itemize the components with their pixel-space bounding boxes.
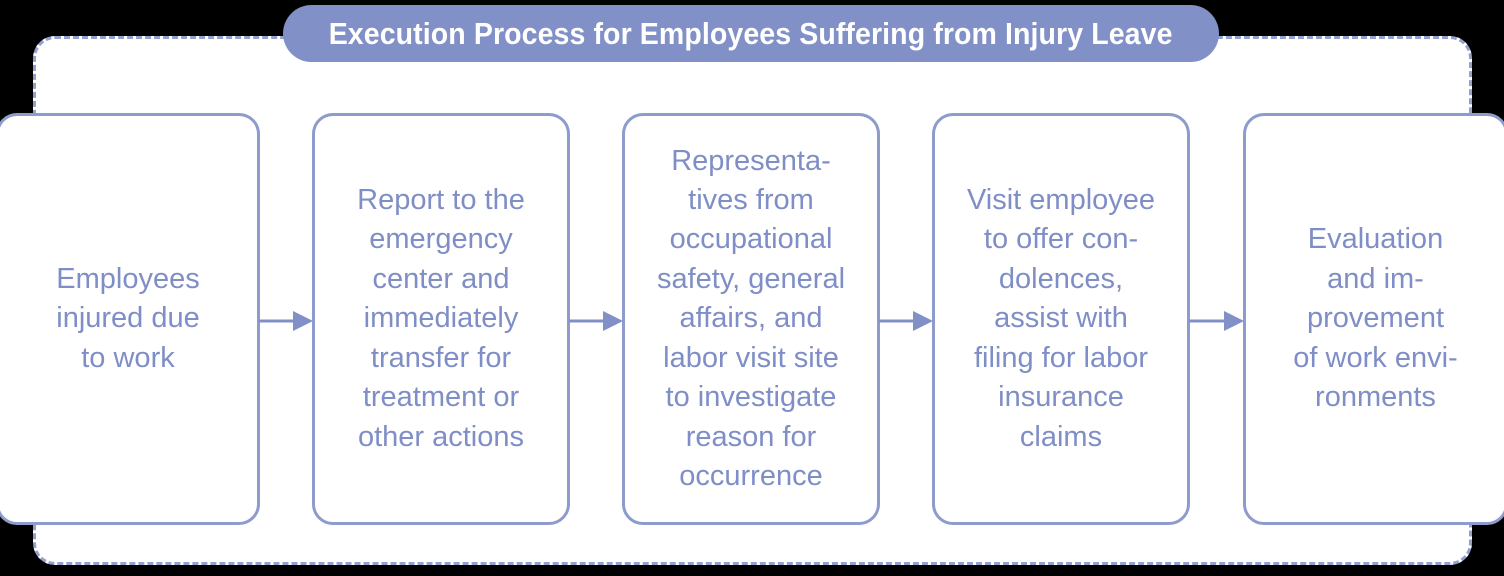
process-step-3-label: Representa- tives from occupational safe… bbox=[656, 144, 846, 493]
diagram-title-banner: Execution Process for Employees Sufferin… bbox=[283, 5, 1219, 62]
process-step-2[interactable]: Report to the emergency center and immed… bbox=[312, 113, 570, 525]
process-step-3[interactable]: Representa- tives from occupational safe… bbox=[622, 113, 880, 525]
arrow-step2-to-step3-icon bbox=[569, 311, 623, 331]
process-step-2-label: Report to the emergency center and immed… bbox=[357, 183, 525, 453]
process-step-1-label: Employees injured due to work bbox=[56, 262, 200, 374]
arrow-step3-to-step4-icon bbox=[879, 311, 933, 331]
arrow-step1-to-step2-icon bbox=[259, 311, 313, 331]
process-step-4[interactable]: Visit employee to offer con- dolences, a… bbox=[932, 113, 1190, 525]
process-step-4-label: Visit employee to offer con- dolences, a… bbox=[966, 183, 1156, 453]
process-step-5[interactable]: Evaluation and im- provement of work env… bbox=[1243, 113, 1504, 525]
arrow-step4-to-step5-icon bbox=[1189, 311, 1244, 331]
process-step-5-label: Evaluation and im- provement of work env… bbox=[1293, 223, 1458, 414]
process-step-1[interactable]: Employees injured due to work bbox=[0, 113, 260, 525]
page-title: Execution Process for Employees Sufferin… bbox=[329, 16, 1173, 51]
